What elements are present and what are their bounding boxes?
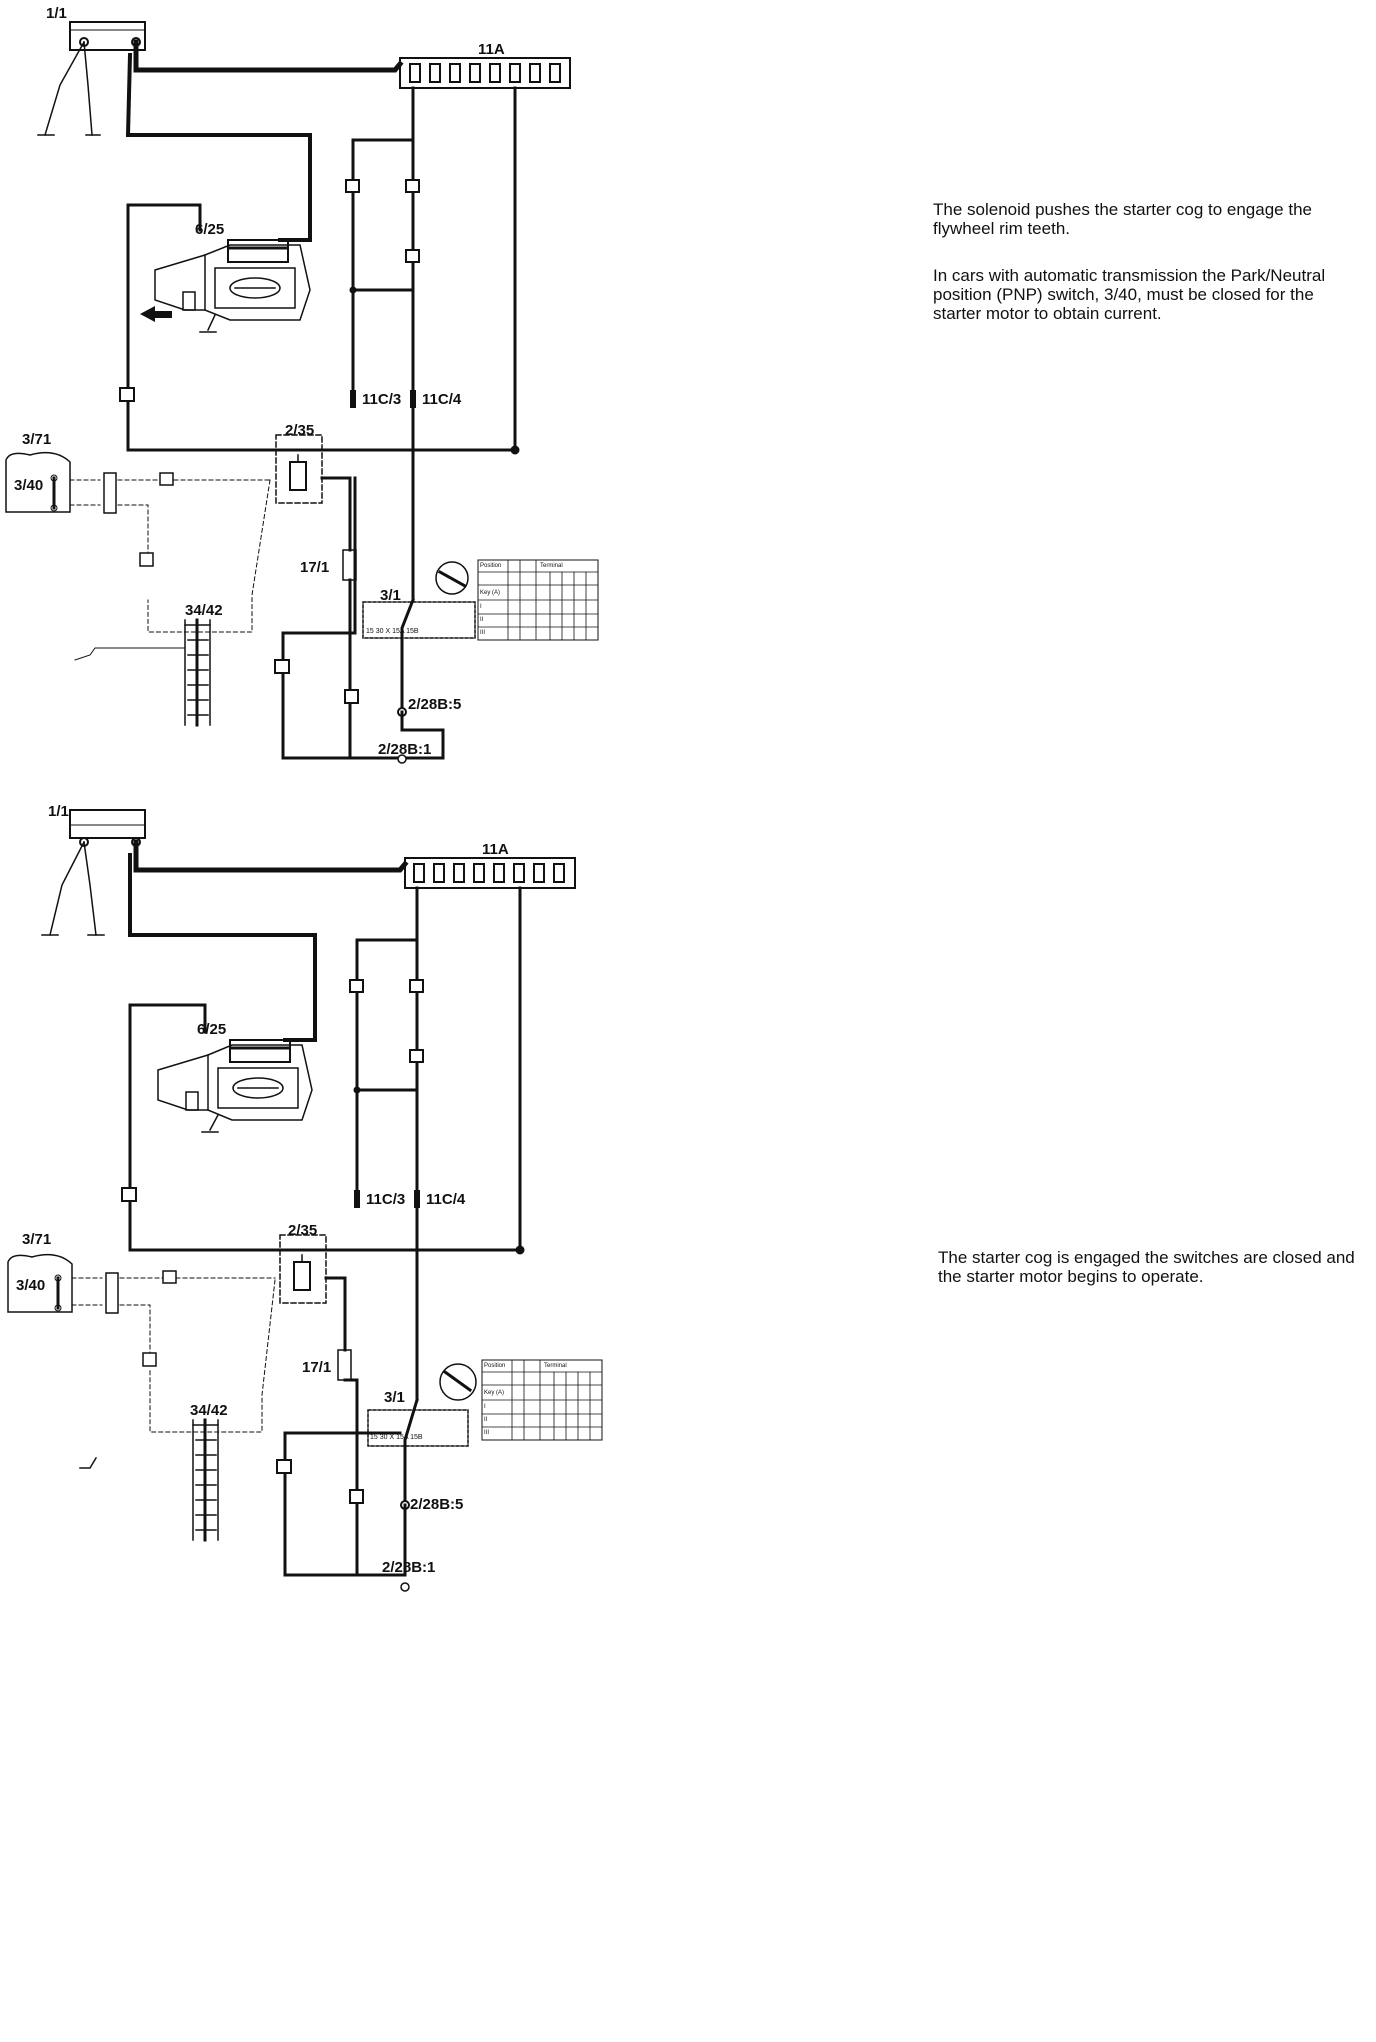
label-11c3: 11C/3	[366, 1191, 406, 1208]
key-table-row: I	[480, 604, 482, 610]
key-table-row: II	[480, 617, 484, 623]
label-11a: 11A	[478, 41, 505, 58]
key-icon	[439, 1363, 477, 1401]
key-table-row: II	[484, 1417, 488, 1423]
label-2-28b-5: 2/28B:5	[408, 696, 462, 713]
note-top-p2: In cars with automatic transmission the …	[933, 266, 1326, 323]
label-6-25: 6/25	[197, 1021, 227, 1038]
key-table-row: III	[484, 1430, 490, 1436]
wiring-diagram-top: 1/1 11A 6/25 11C/3 11C/4 3/71 3/40 2/35 …	[0, 0, 830, 1030]
label-34-42: 34/42	[185, 602, 223, 619]
label-17-1: 17/1	[300, 559, 330, 576]
key-icon	[435, 561, 469, 595]
label-1-1: 1/1	[46, 5, 67, 22]
key-table-row: Key (A)	[480, 590, 501, 596]
label-2-28b-1: 2/28B:1	[378, 741, 432, 758]
label-2-35: 2/35	[288, 1222, 318, 1239]
arrow-icon	[140, 306, 172, 322]
label-1-1: 1/1	[48, 803, 69, 820]
label-11c3: 11C/3	[362, 391, 402, 408]
fuse-box	[404, 857, 576, 889]
label-3-1: 3/1	[384, 1389, 405, 1406]
starter-motor	[157, 1039, 313, 1133]
label-3-40: 3/40	[14, 477, 44, 494]
key-table-row: Key (A)	[484, 1390, 505, 1396]
key-table-header: Position	[484, 1363, 506, 1369]
ground-block	[69, 21, 146, 51]
label-11a: 11A	[482, 841, 509, 858]
ignition-terminals: 15 30 X 15A 15B	[366, 628, 419, 635]
key-table-row: III	[480, 630, 486, 636]
key-table-header-right: Terminal	[544, 1363, 567, 1369]
key-table-row: I	[484, 1404, 486, 1410]
label-3-40: 3/40	[16, 1277, 46, 1294]
note-top: The solenoid pushes the starter cog to e…	[933, 200, 1353, 351]
ground-block	[69, 809, 146, 839]
key-table-header-right: Terminal	[540, 563, 563, 569]
ignition-terminals: 15 30 X 15A 15B	[370, 1434, 423, 1441]
label-11c4: 11C/4	[426, 1191, 466, 1208]
schematic-bottom	[7, 809, 603, 1592]
wiring-diagram-bottom: 1/1 11A 6/25 11C/3 11C/4 3/71 3/40 2/35 …	[0, 800, 830, 1830]
key-table-header: Position	[480, 563, 502, 569]
note-bottom-p1: The starter cog is engaged the switches …	[938, 1248, 1355, 1286]
fuse-box	[399, 57, 571, 89]
label-2-28b-5: 2/28B:5	[410, 1496, 464, 1513]
starter-motor	[154, 239, 311, 333]
note-bottom: The starter cog is engaged the switches …	[938, 1248, 1368, 1314]
schematic-top	[5, 21, 599, 764]
note-top-p1: The solenoid pushes the starter cog to e…	[933, 200, 1312, 238]
label-3-71: 3/71	[22, 1231, 52, 1248]
label-2-35: 2/35	[285, 422, 315, 439]
label-34-42: 34/42	[190, 1402, 228, 1419]
label-6-25: 6/25	[195, 221, 225, 238]
label-11c4: 11C/4	[422, 391, 462, 408]
label-2-28b-1: 2/28B:1	[382, 1559, 436, 1576]
label-3-71: 3/71	[22, 431, 52, 448]
label-3-1: 3/1	[380, 587, 401, 604]
label-17-1: 17/1	[302, 1359, 332, 1376]
